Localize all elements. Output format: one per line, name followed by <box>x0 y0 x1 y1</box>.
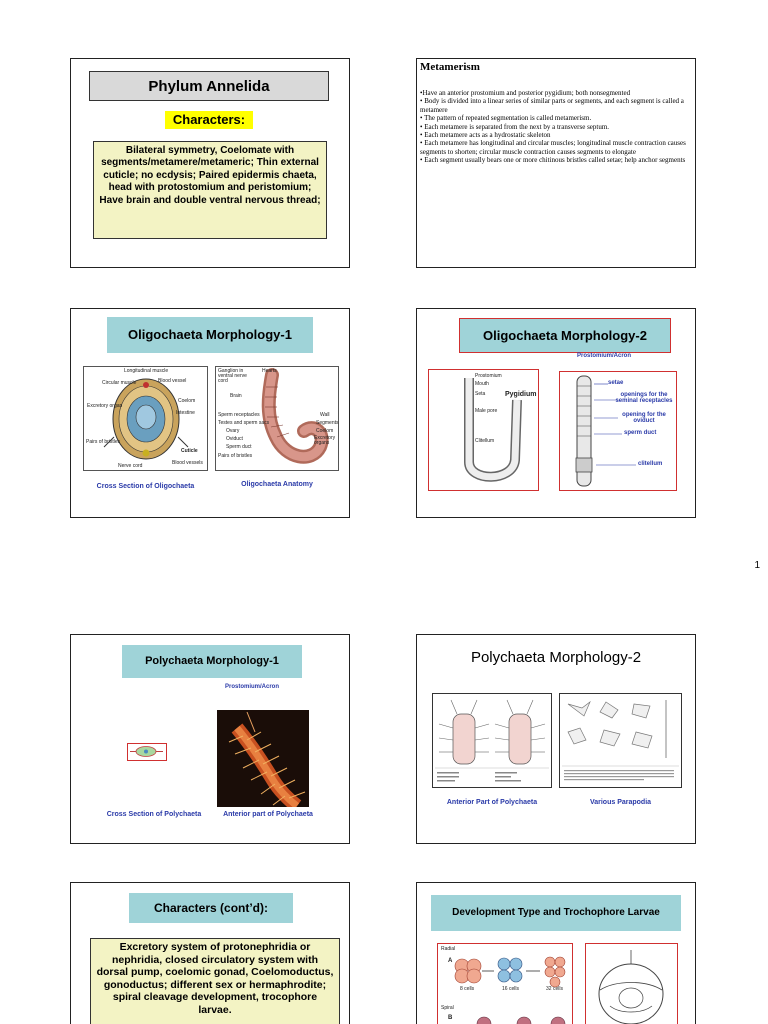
label-nerve-cord: Nerve cord <box>118 463 143 469</box>
trochophore-figure <box>585 943 678 1024</box>
bullet-item: • Each segment usually bears one or more… <box>420 156 686 165</box>
earthworm-straight-diagram <box>575 375 636 487</box>
label-oviduct-opening: opening for the oviduct <box>622 412 666 424</box>
slide-development-type: Development Type and Trochophore Larvae … <box>416 882 696 1024</box>
bullet-item: •Have an anterior prostomium and posteri… <box>420 89 631 97</box>
earthworm-external-left: Prostomium Mouth Seta Male pore Clitellu… <box>428 369 539 491</box>
cleavage-figure: Radial A 8 cells 16 cells 32 cells Spira… <box>437 943 573 1024</box>
polychaeta-anterior-diagram <box>435 699 549 782</box>
label-circular-muscle: Circular muscle <box>102 380 137 386</box>
label-coelom: Coelom <box>316 428 334 434</box>
label-brain: Brain <box>230 393 242 399</box>
caption-anterior: Anterior Part of Polychaeta <box>446 799 538 806</box>
characters-body: Bilateral symmetry, Coelomate with segme… <box>93 141 327 239</box>
label-b: B <box>448 1015 453 1021</box>
label-radial: Radial <box>441 946 456 952</box>
label-clitellum: clitellum <box>638 461 663 467</box>
earthworm-u-diagram <box>464 378 522 482</box>
label-coelom: Coelom <box>178 398 196 404</box>
label-prostomium: Prostomium <box>475 373 502 379</box>
label-longitudinal-muscle: Longitudinal muscle <box>124 368 169 374</box>
trochophore-diagram <box>598 950 664 1024</box>
bullet-item: • Body is divided into a linear series o… <box>420 97 684 114</box>
slide-title: Polychaeta Morphology-1 <box>122 645 302 678</box>
polychaeta-anterior-figure <box>432 693 552 788</box>
slide-oligochaeta-morphology-1: Oligochaeta Morphology-1 Longitudinal mu… <box>70 308 350 518</box>
label-clitellum: Clitellum <box>475 438 495 444</box>
slide-title: Oligochaeta Morphology-2 <box>459 318 671 353</box>
bullet-item: • Each metamere acts as a hydrostatic sk… <box>420 131 551 140</box>
label-16-cells: 16 cells <box>502 986 519 992</box>
earthworm-external-right: setae openings for the seminal receptacl… <box>559 371 677 491</box>
label-ovary: Ovary <box>226 428 240 434</box>
label-spiral: Spiral <box>441 1005 454 1011</box>
polychaeta-cross-section-diagram <box>130 746 163 757</box>
label-seminal-openings: openings for the seminal receptacles <box>615 392 673 404</box>
label-pairs-of-bristles: Pairs of bristles <box>218 453 253 459</box>
label-sperm-duct: sperm duct <box>624 430 657 436</box>
oligochaeta-anatomy-figure: Ganglion in ventral nerve cord Hearts Br… <box>215 366 339 471</box>
label-mouth: Mouth <box>475 381 489 387</box>
slide-oligochaeta-morphology-2: Oligochaeta Morphology-2 Prostomium/Acro… <box>416 308 696 518</box>
label-blood-vessel: Blood vessel <box>158 378 187 384</box>
polychaeta-worm-image <box>228 711 306 812</box>
cross-section-diagram <box>103 378 189 460</box>
bullet-item: • The pattern of repeated segmentation i… <box>420 114 592 123</box>
slide-title: Oligochaeta Morphology-1 <box>107 317 313 353</box>
characters-contd-body: Excretory system of protonephridia or ne… <box>90 938 340 1024</box>
polychaeta-cross-section <box>127 743 167 761</box>
polychaeta-photo <box>217 710 309 812</box>
slide-polychaeta-morphology-1: Polychaeta Morphology-1 Prostomium/Acron… <box>70 634 350 844</box>
caption-parapodia: Various Parapodia <box>589 799 652 806</box>
label-sperm-receptacles: Sperm receptacles <box>218 412 260 418</box>
slide-metamerism: Metamerism •Have an anterior prostomium … <box>416 58 696 268</box>
label-wall: Wall <box>320 412 330 418</box>
bullet-item: • Each metamere is separated from the ne… <box>420 122 610 131</box>
slide-characters-contd: Characters (cont’d): Excretory system of… <box>70 882 350 1024</box>
label-sperm-duct: Sperm duct <box>226 444 252 450</box>
label-pygidium: Pygidium <box>505 391 537 398</box>
label-excretory-organ: Excretory organ <box>87 403 123 409</box>
label-intestine: Intestine <box>176 410 195 416</box>
label-pairs-of-bristles: Pairs of bristles <box>86 439 121 445</box>
cross-section-figure: Longitudinal muscle Circular muscle Bloo… <box>83 366 208 471</box>
earthworm-anatomy-diagram <box>261 368 329 464</box>
metamerism-bullets: •Have an anterior prostomium and posteri… <box>420 89 692 165</box>
caption-anterior: Anterior part of Polychaeta <box>223 811 313 818</box>
label-setae: setae <box>608 380 624 386</box>
cleavage-diagram <box>454 956 566 1024</box>
parapodia-diagram <box>562 700 679 781</box>
label-cuticle: Cuticle <box>181 448 198 454</box>
label-segments: Segments <box>316 420 339 426</box>
slide-title: Characters (cont’d): <box>129 893 293 923</box>
label-blood-vessels: Blood vessels <box>172 460 203 466</box>
label-seta: Seta <box>475 391 486 397</box>
bullet-item: • Each metamere has longitudinal and cir… <box>420 139 686 156</box>
slide-title: Development Type and Trochophore Larvae <box>431 895 681 931</box>
label-testes: Testes and sperm sacs <box>218 420 270 426</box>
characters-heading: Characters: <box>165 111 253 129</box>
label-8-cells: 8 cells <box>460 986 475 992</box>
page-number: 1 <box>754 560 760 571</box>
label-oviduct: Oviduct <box>226 436 243 442</box>
slide-polychaeta-morphology-2: Polychaeta Morphology-2 Anterior Pa <box>416 634 696 844</box>
label-male-pore: Male pore <box>475 408 498 414</box>
parapodia-figure <box>559 693 682 788</box>
slide-title: Metamerism <box>420 61 480 73</box>
label-excretory-organs: Excretory organs <box>314 435 336 446</box>
caption-cross-section: Cross Section of Oligochaeta <box>96 483 195 490</box>
slide-title: Polychaeta Morphology-2 <box>470 649 642 666</box>
label-hearts: Hearts <box>262 368 277 374</box>
label-ganglion: Ganglion in ventral nerve cord <box>218 368 247 384</box>
caption-cross-section: Cross Section of Polychaeta <box>106 811 202 818</box>
prostomium-label: Prostomium/Acron <box>225 684 280 690</box>
label-32-cells: 32 cells <box>546 986 563 992</box>
slide-title: Phylum Annelida <box>89 71 329 101</box>
caption-anatomy: Oligochaeta Anatomy <box>241 481 313 488</box>
slide-phylum-annelida: Phylum Annelida Characters: Bilateral sy… <box>70 58 350 268</box>
prostomium-label: Prostomium/Acron <box>577 353 632 359</box>
label-a: A <box>448 958 453 964</box>
